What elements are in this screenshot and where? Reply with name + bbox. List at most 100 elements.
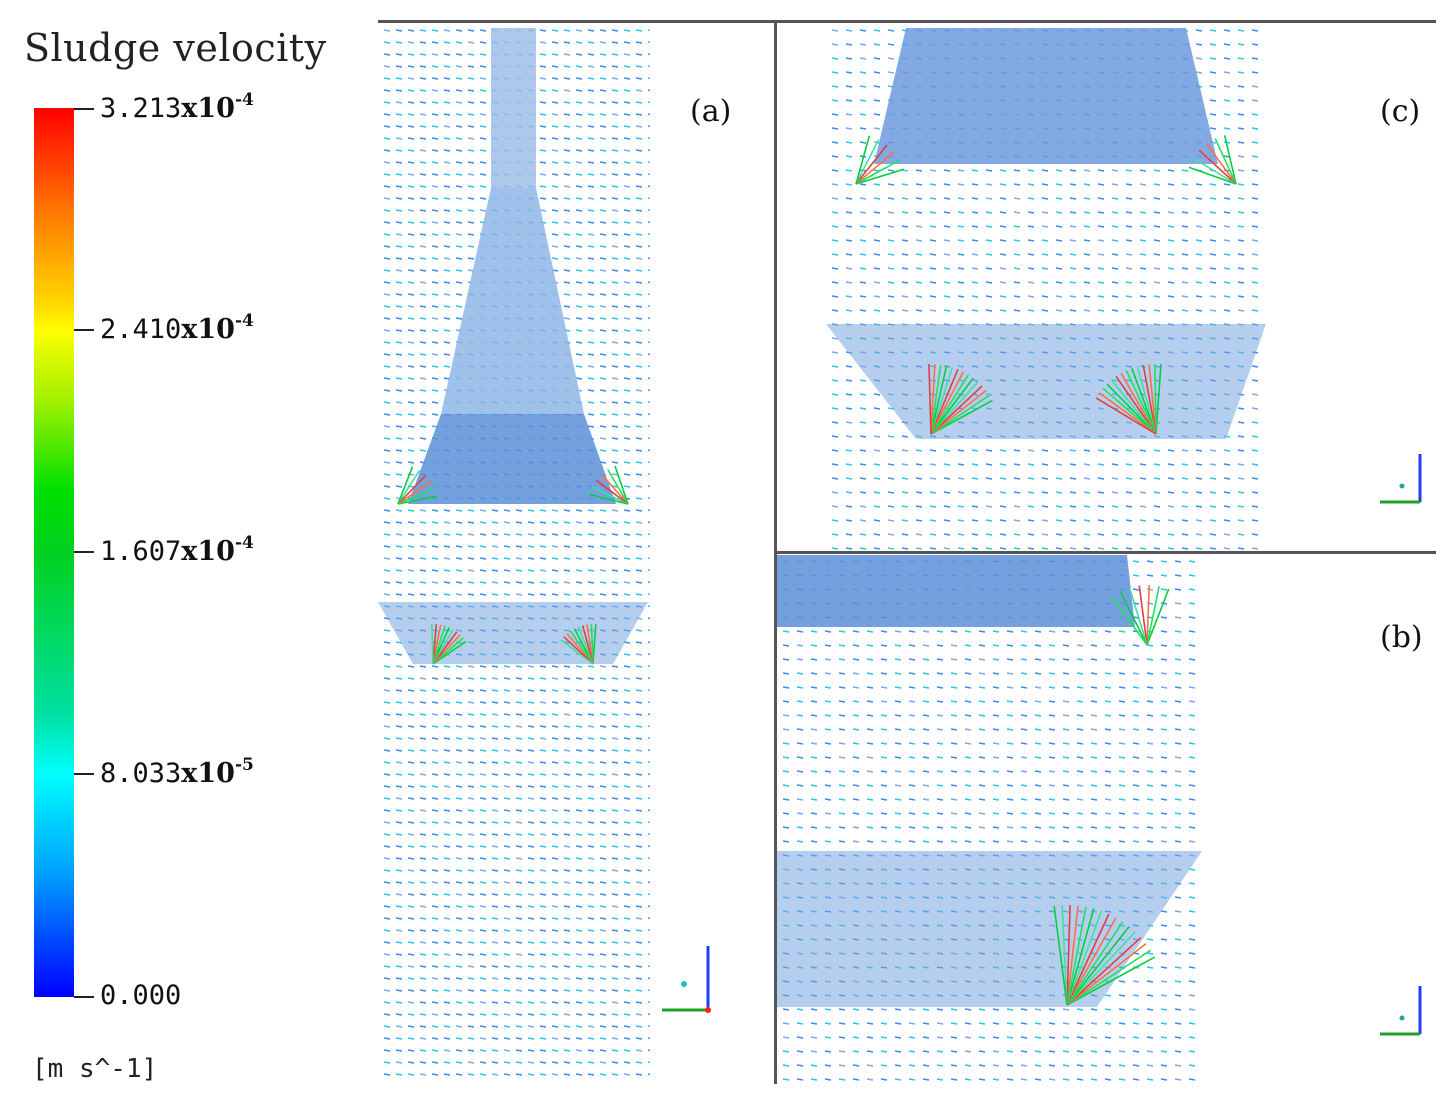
velocity-vector [901, 491, 909, 494]
velocity-vector [1181, 449, 1189, 452]
velocity-vector [575, 833, 583, 836]
velocity-vector [527, 761, 535, 764]
velocity-vector [407, 785, 415, 788]
velocity-vector [936, 1078, 944, 1081]
panel-b-vector-field [777, 555, 1202, 1081]
velocity-vector [929, 239, 937, 242]
velocity-vector [635, 929, 643, 932]
velocity-vector [503, 797, 511, 800]
velocity-vector [873, 505, 881, 508]
velocity-vector [894, 1036, 902, 1039]
velocity-vector [1146, 798, 1154, 801]
velocity-vector [1041, 463, 1049, 466]
velocity-vector [1251, 239, 1259, 242]
velocity-vector [1125, 267, 1133, 270]
velocity-vector [383, 137, 391, 140]
velocity-vector [1013, 295, 1021, 298]
velocity-vector [1097, 225, 1105, 228]
velocity-vector [1160, 798, 1168, 801]
velocity-vector [611, 881, 619, 884]
velocity-vector [1097, 197, 1105, 200]
velocity-vector [1020, 1036, 1028, 1039]
velocity-vector [929, 547, 937, 550]
velocity-vector [1155, 364, 1162, 435]
velocity-vector [587, 413, 595, 416]
velocity-vector [1132, 840, 1140, 843]
velocity-vector [599, 257, 607, 260]
velocity-vector [1160, 840, 1168, 843]
velocity-vector [1066, 905, 1079, 1006]
velocity-vector [1146, 1036, 1154, 1039]
velocity-vector [922, 728, 930, 731]
velocity-vector [623, 305, 631, 308]
velocity-vector [443, 245, 451, 248]
velocity-vector [999, 239, 1007, 242]
velocity-vector [623, 389, 631, 392]
velocity-vector [539, 1037, 547, 1040]
velocity-vector [599, 65, 607, 68]
velocity-vector [985, 295, 993, 298]
velocity-vector [443, 881, 451, 884]
velocity-vector [1083, 477, 1091, 480]
velocity-vector [395, 929, 403, 932]
velocity-vector [575, 893, 583, 896]
velocity-vector [647, 605, 650, 608]
velocity-vector [1251, 169, 1259, 172]
velocity-vector [1090, 630, 1098, 633]
velocity-vector [635, 89, 643, 92]
velocity-vector [407, 809, 415, 812]
velocity-vector [539, 989, 547, 992]
velocity-vector [1111, 183, 1119, 186]
velocity-vector [1153, 309, 1161, 312]
velocity-vector [930, 365, 948, 435]
velocity-vector [1223, 197, 1231, 200]
velocity-vector [443, 833, 451, 836]
velocity-vector [1146, 1078, 1154, 1081]
velocity-vector [443, 533, 451, 536]
velocity-vector [383, 173, 391, 176]
velocity-vector [635, 797, 643, 800]
velocity-vector [915, 169, 923, 172]
velocity-vector [1083, 253, 1091, 256]
velocity-vector [575, 1073, 583, 1076]
velocity-vector [859, 309, 867, 312]
velocity-vector [971, 295, 979, 298]
velocity-vector [1237, 435, 1245, 438]
velocity-vector [943, 183, 951, 186]
velocity-vector [611, 137, 619, 140]
velocity-vector [635, 821, 643, 824]
velocity-vector [587, 329, 595, 332]
velocity-vector [1167, 295, 1175, 298]
velocity-vector [1146, 585, 1151, 646]
velocity-vector [1188, 714, 1196, 717]
velocity-vector [908, 1050, 916, 1053]
velocity-vector [395, 209, 403, 212]
velocity-vector [647, 1061, 650, 1064]
velocity-vector [1013, 169, 1021, 172]
velocity-vector [599, 1013, 607, 1016]
velocity-vector [894, 700, 902, 703]
velocity-vector [431, 365, 439, 368]
velocity-vector [563, 41, 571, 44]
velocity-vector [922, 798, 930, 801]
velocity-vector [1209, 491, 1217, 494]
velocity-vector [479, 101, 487, 104]
velocity-vector [1139, 533, 1147, 536]
velocity-vector [443, 341, 451, 344]
velocity-vector [1069, 211, 1077, 214]
velocity-vector [611, 965, 619, 968]
velocity-vector [1174, 714, 1182, 717]
velocity-vector [887, 435, 895, 438]
velocity-vector [1153, 211, 1161, 214]
velocity-vector [901, 309, 909, 312]
velocity-vector [479, 941, 487, 944]
velocity-vector [467, 125, 475, 128]
velocity-vector [887, 57, 895, 60]
velocity-vector [1083, 225, 1091, 228]
velocity-vector [810, 1064, 818, 1067]
velocity-vector [1006, 1008, 1014, 1011]
velocity-vector [551, 905, 559, 908]
velocity-vector [936, 728, 944, 731]
velocity-vector [539, 1013, 547, 1016]
velocity-vector [515, 509, 523, 512]
